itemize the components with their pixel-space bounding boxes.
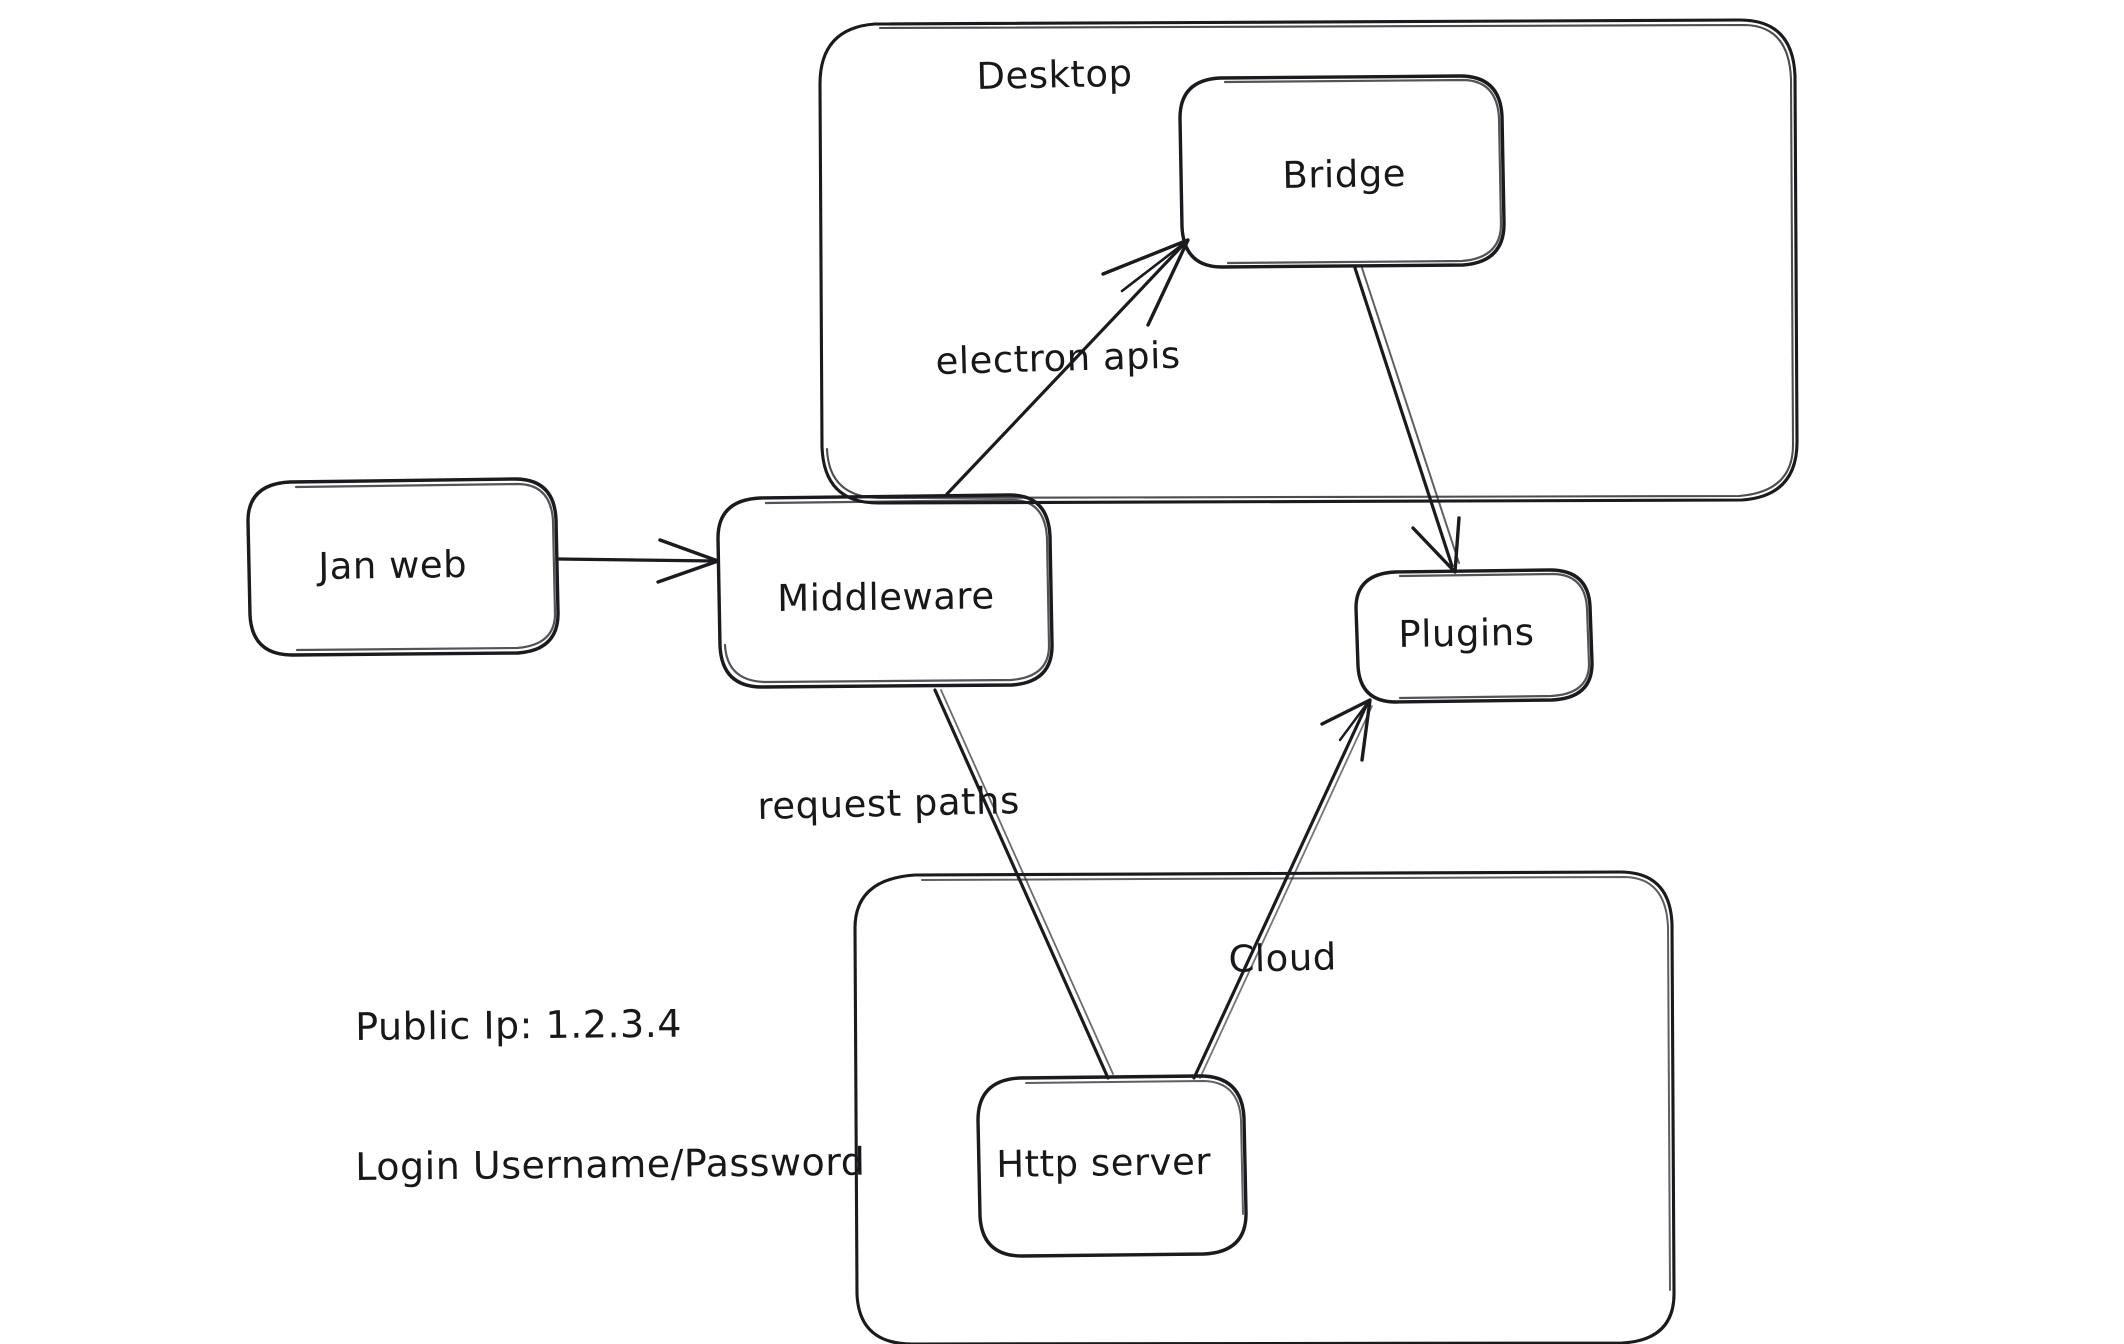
note-login: Login Username/Password [355,1139,866,1189]
edge-httpserver-to-plugins[interactable] [1192,698,1373,1080]
node-label-jan-web: Jan web [318,542,468,588]
node-plugins[interactable] [1354,568,1594,704]
node-middleware[interactable] [716,493,1054,689]
container-cloud[interactable] [853,870,1676,1344]
edge-label-electron-apis: electron apis [935,333,1182,383]
node-http-server[interactable] [976,1074,1248,1258]
note-public-ip: Public Ip: 1.2.3.4 [355,1001,683,1049]
node-label-http-server: Http server [996,1140,1212,1186]
node-bridge[interactable] [1178,74,1506,269]
node-label-plugins: Plugins [1398,610,1535,656]
edge-middleware-to-bridge[interactable] [945,238,1190,496]
edge-janweb-to-middleware[interactable] [556,538,720,584]
edge-bridge-to-plugins[interactable] [1353,266,1461,574]
node-jan-web[interactable] [246,477,560,657]
node-label-middleware: Middleware [777,574,995,620]
edge-middleware-to-httpserver[interactable] [933,688,1114,1080]
edge-label-request-paths: request paths [757,779,1021,828]
container-desktop[interactable] [818,18,1799,505]
node-label-bridge: Bridge [1282,151,1407,197]
container-label-cloud: Cloud [1228,935,1338,981]
container-label-desktop: Desktop [976,51,1133,98]
notes-block: Public Ip: 1.2.3.4 Login Username/Passwo… [355,962,866,1189]
